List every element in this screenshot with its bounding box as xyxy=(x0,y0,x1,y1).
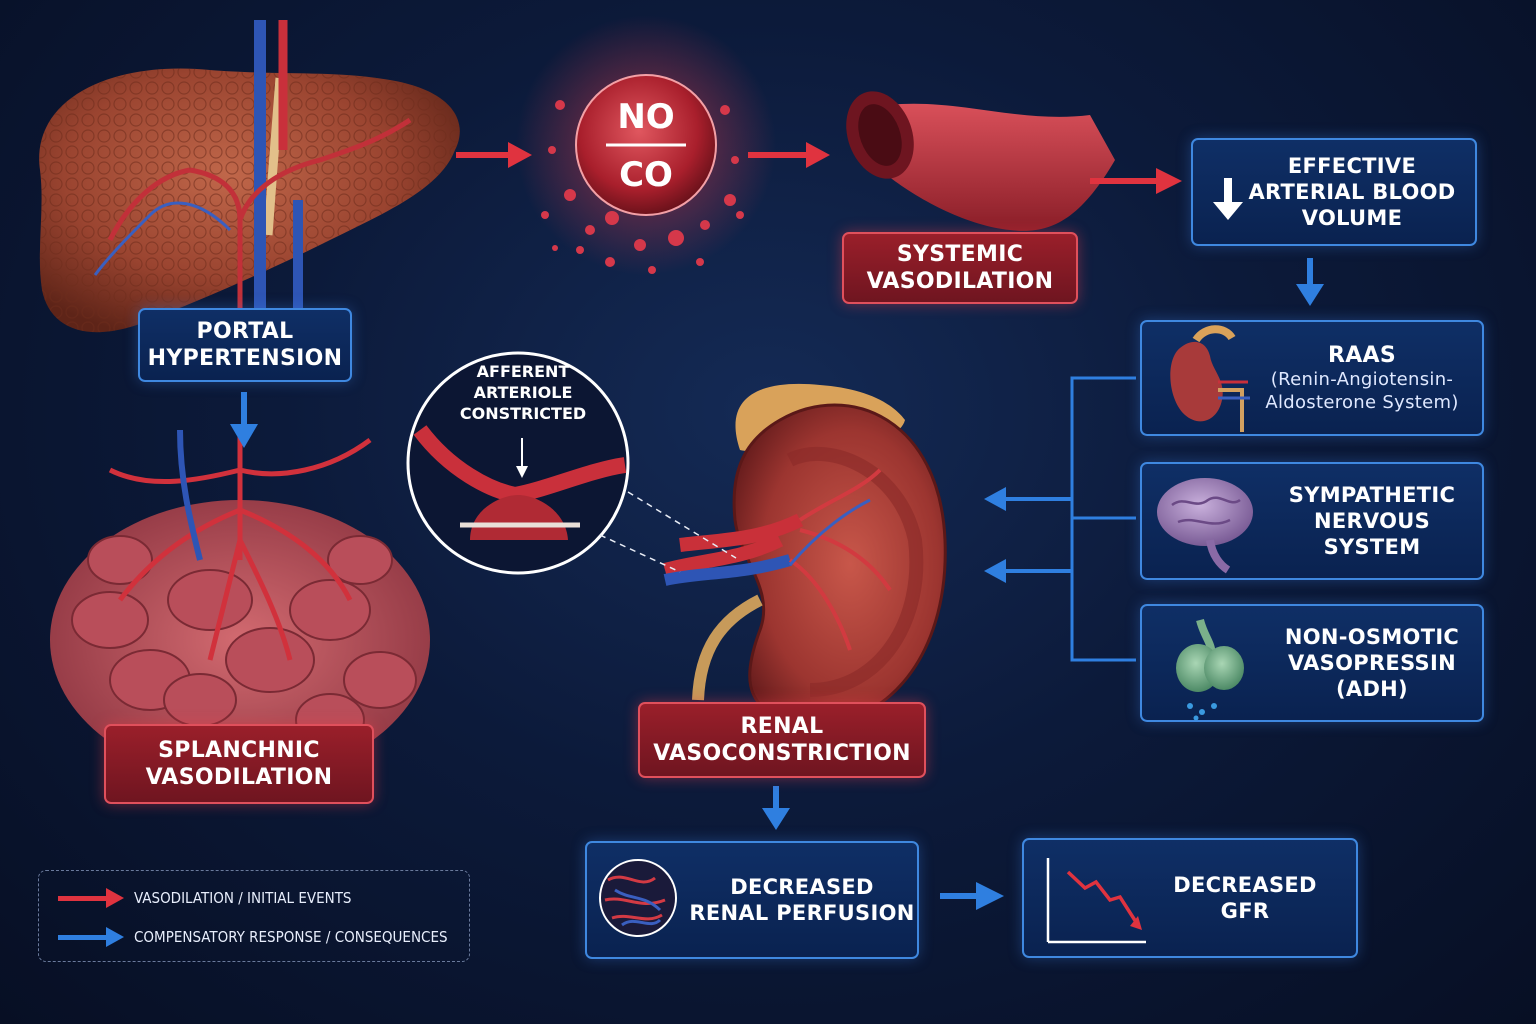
vasopressin-line-1: NON-OSMOTIC xyxy=(1284,624,1460,649)
effective-arterial-line-3: VOLUME xyxy=(1301,206,1403,231)
sympathetic-text: SYMPATHETIC NERVOUS SYSTEM xyxy=(1142,482,1482,561)
vasopressin-line-2: VASOPRESSIN xyxy=(1288,650,1456,675)
legend-blue-label: COMPENSATORY RESPONSE / CONSEQUENCES xyxy=(134,928,448,946)
sympathetic-box: SYMPATHETIC NERVOUS SYSTEM xyxy=(1140,462,1484,580)
renal-vasoconstriction-line-1: RENAL xyxy=(740,713,824,739)
raas-title: RAAS xyxy=(1327,342,1397,368)
portal-hypertension-line-1: PORTAL xyxy=(196,318,294,344)
decreased-perfusion-line-1: DECREASED xyxy=(730,874,874,899)
no-label: NO xyxy=(617,97,675,137)
decreased-gfr-text: DECREASED GFR xyxy=(1063,872,1317,925)
raas-sub-line-2: Aldosterone System) xyxy=(1265,391,1459,413)
splanchnic-vasodilation-box: SPLANCHNIC VASODILATION xyxy=(104,724,374,804)
down-arrow-icon xyxy=(1213,178,1243,222)
co-label: CO xyxy=(619,155,673,195)
afferent-line-1: AFFERENT xyxy=(476,362,570,381)
splanchnic-line-2: VASODILATION xyxy=(145,765,333,790)
decreased-gfr-line-2: GFR xyxy=(1220,899,1270,923)
kidney-illustration xyxy=(663,383,947,725)
liver-illustration xyxy=(39,20,460,333)
splanchnic-illustration xyxy=(50,429,430,780)
vasopressin-text: NON-OSMOTIC VASOPRESSIN (ADH) xyxy=(1165,624,1459,703)
raas-sub-line-1: (Renin-Angiotensin- xyxy=(1270,369,1454,391)
legend-arrows xyxy=(58,888,124,947)
portal-hypertension-line-2: HYPERTENSION xyxy=(147,346,343,371)
afferent-arteriole-label: AFFERENT ARTERIOLE CONSTRICTED xyxy=(438,362,608,424)
decreased-gfr-box: DECREASED GFR xyxy=(1022,838,1358,958)
effective-arterial-line-2: ARTERIAL BLOOD xyxy=(1248,179,1456,204)
systemic-vasodilation-line-1: SYSTEMIC xyxy=(896,241,1024,267)
vessel-illustration xyxy=(846,91,1115,231)
flow-arrows xyxy=(230,142,1324,910)
afferent-line-3: CONSTRICTED xyxy=(459,403,587,423)
legend xyxy=(38,870,470,962)
systemic-vasodilation-line-2: VASODILATION xyxy=(866,269,1054,294)
decreased-perfusion-text: DECREASED RENAL PERFUSION xyxy=(589,874,914,927)
raas-box: RAAS (Renin-Angiotensin- Aldosterone Sys… xyxy=(1140,320,1484,436)
effective-arterial-text: EFFECTIVE ARTERIAL BLOOD VOLUME xyxy=(1212,153,1455,232)
renal-vasoconstriction-box: RENAL VASOCONSTRICTION xyxy=(638,702,926,778)
afferent-arteriole-inset xyxy=(406,351,737,575)
sympathetic-line-2: NERVOUS SYSTEM xyxy=(1313,508,1431,560)
legend-red-label: VASODILATION / INITIAL EVENTS xyxy=(134,889,352,907)
afferent-line-2: ARTERIOLE xyxy=(473,382,573,402)
effective-arterial-volume-box: EFFECTIVE ARTERIAL BLOOD VOLUME xyxy=(1191,138,1477,246)
decreased-renal-perfusion-box: DECREASED RENAL PERFUSION xyxy=(585,841,919,959)
decreased-gfr-line-1: DECREASED xyxy=(1173,872,1317,897)
splanchnic-line-1: SPLANCHNIC xyxy=(158,737,320,763)
vasopressin-box: NON-OSMOTIC VASOPRESSIN (ADH) xyxy=(1140,604,1484,722)
no-co-illustration xyxy=(516,15,776,275)
raas-text: RAAS (Renin-Angiotensin- Aldosterone Sys… xyxy=(1155,342,1468,415)
sympathetic-line-1: SYMPATHETIC xyxy=(1288,482,1456,507)
renal-vasoconstriction-line-2: VASOCONSTRICTION xyxy=(653,741,911,766)
portal-hypertension-box: PORTAL HYPERTENSION xyxy=(138,308,352,382)
systemic-vasodilation-box: SYSTEMIC VASODILATION xyxy=(842,232,1078,304)
decreased-perfusion-line-2: RENAL PERFUSION xyxy=(689,901,915,925)
vasopressin-line-3: (ADH) xyxy=(1336,677,1408,702)
effective-arterial-line-1: EFFECTIVE xyxy=(1287,153,1417,178)
